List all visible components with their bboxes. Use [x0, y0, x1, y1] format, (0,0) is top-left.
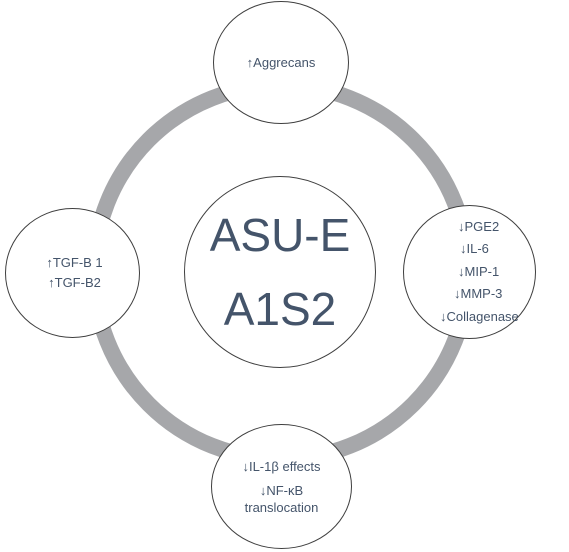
tgf-b2-label: ↑TGF-B2 — [48, 275, 101, 290]
collagenase-label: ↓Collagenase — [440, 308, 519, 324]
aggrecans-label: ↑Aggrecans — [246, 55, 316, 70]
bottom-node: ↓IL-1β effects ↓NF-κB translocation — [211, 424, 352, 549]
top-node: ↑Aggrecans — [213, 1, 349, 124]
nf-kb-label: ↓NF-κB — [259, 482, 304, 498]
center-node: ASU-E A1S2 — [184, 176, 376, 368]
center-label-line2: A1S2 — [223, 283, 337, 335]
translocation-label: translocation — [244, 499, 319, 515]
mip1-label: ↓MIP-1 — [458, 263, 500, 279]
tgf-b1-label: ↑TGF-B 1 — [46, 255, 103, 270]
pge2-label: ↓PGE2 — [458, 218, 500, 234]
mmp3-label: ↓MMP-3 — [454, 286, 503, 302]
il1b-effects-label: ↓IL-1β effects — [242, 458, 321, 474]
center-label-line1: ASU-E — [209, 209, 351, 261]
il6-label: ↓IL-6 — [460, 241, 489, 257]
left-node: ↑TGF-B 1 ↑TGF-B2 — [5, 208, 140, 338]
right-node: ↓PGE2 ↓IL-6 ↓MIP-1 ↓MMP-3 ↓Collagenase — [403, 205, 536, 339]
